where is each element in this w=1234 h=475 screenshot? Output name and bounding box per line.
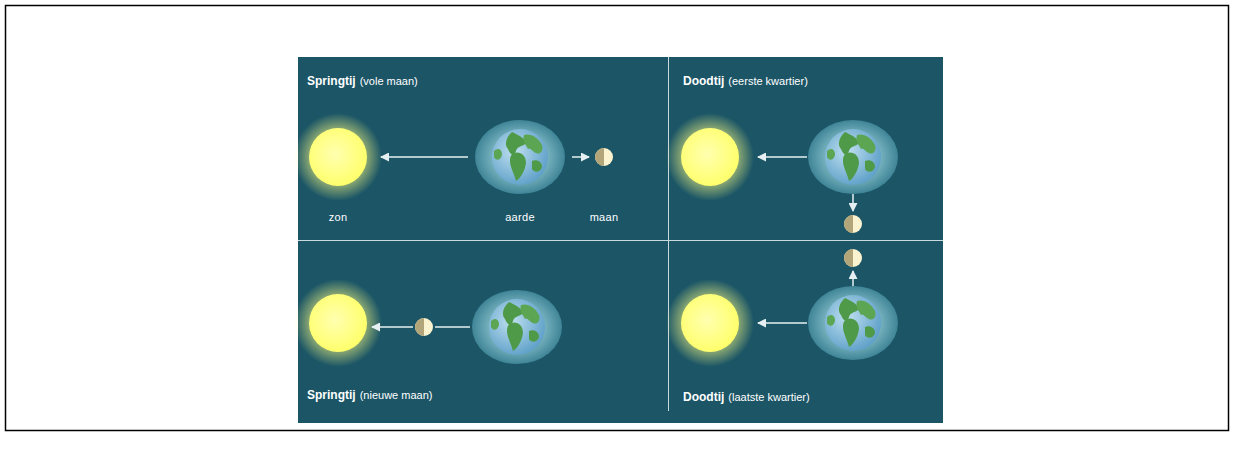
moon-phase: (vole maan) bbox=[360, 75, 418, 87]
body-label: maan bbox=[590, 211, 619, 223]
earth-globe-graphic bbox=[475, 120, 565, 194]
gravity-arrow bbox=[381, 156, 468, 158]
tide-name: Doodtij bbox=[683, 390, 724, 404]
moon-phase: (laatste kwartier) bbox=[728, 391, 809, 403]
tide-name: Doodtij bbox=[683, 74, 724, 88]
moon-circle-graphic bbox=[595, 148, 613, 166]
gravity-arrow bbox=[572, 156, 589, 158]
body-label: zon bbox=[329, 211, 348, 223]
moon-circle: maan bbox=[595, 148, 613, 166]
quadrant-title: Springtij (vole maan) bbox=[307, 74, 418, 88]
sun-circle: zon bbox=[309, 128, 367, 186]
tide-name: Springtij bbox=[307, 74, 356, 88]
sun-circle-graphic bbox=[309, 128, 367, 186]
earth-globe: aarde bbox=[475, 120, 565, 194]
moon-phase: (eerste kwartier) bbox=[728, 75, 807, 87]
body-label: aarde bbox=[505, 211, 535, 223]
moon-phase: (nieuwe maan) bbox=[360, 389, 433, 401]
quadrant-title: Springtij (nieuwe maan) bbox=[307, 388, 432, 402]
quadrant-title: Doodtij (laatste kwartier) bbox=[683, 390, 810, 404]
tide-name: Springtij bbox=[307, 388, 356, 402]
quadrant-title: Doodtij (eerste kwartier) bbox=[683, 74, 808, 88]
